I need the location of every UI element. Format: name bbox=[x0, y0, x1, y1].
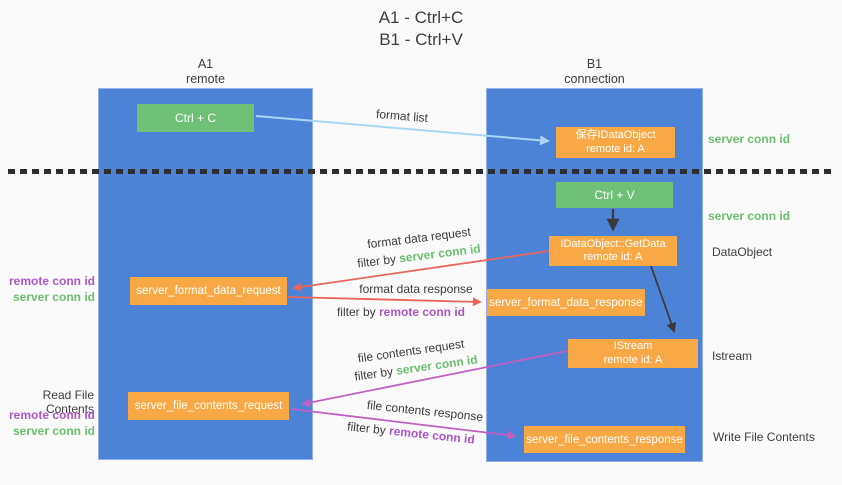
right-column-name: B1 bbox=[586, 57, 603, 71]
right-column-subtitle: connection bbox=[564, 72, 625, 86]
filter-by-prefix: filter by bbox=[336, 305, 376, 319]
dataobject-label: DataObject bbox=[712, 245, 773, 259]
istream-label: IStream bbox=[613, 340, 653, 352]
format-data-response-caption: format data response bbox=[359, 282, 473, 296]
ctrl-c-box: Ctrl + C bbox=[137, 104, 254, 132]
format-data-response-filter-caption: filter by remote conn id bbox=[321, 305, 481, 319]
server-file-contents-response-box: server_file_contents_response bbox=[524, 426, 685, 453]
filter-by-prefix: filter by bbox=[346, 419, 387, 438]
left-column-header: A1 remote bbox=[98, 57, 313, 87]
title-line-1: A1 - Ctrl+C bbox=[378, 8, 464, 27]
remote-conn-id-label-2: remote conn id bbox=[8, 408, 95, 422]
format-list-caption: format list bbox=[375, 106, 429, 126]
server-format-data-request-label: server_format_data_request bbox=[136, 285, 281, 297]
server-format-data-response-box: server_format_data_response bbox=[487, 289, 645, 316]
idataobject-getdata-box: IDataObject::GetData remote id: A bbox=[549, 236, 677, 266]
filter-by-prefix: filter by bbox=[353, 364, 394, 384]
ctrl-c-label: Ctrl + C bbox=[174, 111, 216, 125]
ctrl-v-label: Ctrl + V bbox=[594, 188, 635, 202]
server-conn-id-label-2: server conn id bbox=[12, 424, 95, 438]
istream-remote-id: remote id: A bbox=[603, 353, 663, 366]
server-file-contents-request-box: server_file_contents_request bbox=[128, 392, 289, 420]
read-file-contents-label: Read File Contents bbox=[42, 388, 94, 416]
server-file-contents-request-label: server_file_contents_request bbox=[134, 400, 283, 412]
server-format-data-request-box: server_format_data_request bbox=[130, 277, 287, 305]
save-idataobject-label: 保存IDataObject bbox=[575, 129, 656, 141]
remote-conn-id-inline: remote conn id bbox=[388, 423, 476, 447]
left-conn-id-stack-1: remote conn id server conn id bbox=[0, 273, 95, 305]
dashed-divider-line bbox=[8, 169, 836, 174]
istream-box: IStream remote id: A bbox=[568, 339, 698, 368]
save-idataobject-box: 保存IDataObject remote id: A bbox=[556, 127, 675, 158]
server-conn-id-label-top: server conn id bbox=[708, 132, 791, 146]
save-idataobject-remote-id: remote id: A bbox=[586, 142, 645, 155]
write-file-contents-label: Write File Contents bbox=[713, 430, 815, 444]
left-column-name: A1 bbox=[197, 57, 214, 71]
title-line-2: B1 - Ctrl+V bbox=[379, 30, 463, 49]
remote-conn-id-label-1: remote conn id bbox=[8, 274, 95, 288]
getdata-label: IDataObject::GetData bbox=[560, 237, 666, 250]
remote-conn-id-inline: remote conn id bbox=[379, 305, 466, 319]
filter-by-prefix: filter by bbox=[356, 251, 397, 271]
diagram-title: A1 - Ctrl+C B1 - Ctrl+V bbox=[0, 7, 842, 51]
format-data-response-arrow bbox=[287, 296, 482, 307]
server-file-contents-response-label: server_file_contents_response bbox=[526, 433, 683, 446]
server-conn-id-label-1: server conn id bbox=[12, 290, 95, 304]
left-column-subtitle: remote bbox=[186, 72, 225, 86]
getdata-remote-id: remote id: A bbox=[583, 251, 643, 263]
istream-side-label: Istream bbox=[712, 349, 753, 363]
right-column-header: B1 connection bbox=[486, 57, 703, 87]
left-conn-id-stack-2: remote conn id server conn id bbox=[0, 407, 95, 439]
server-format-data-response-label: server_format_data_response bbox=[489, 296, 643, 309]
ctrl-v-box: Ctrl + V bbox=[556, 182, 673, 208]
server-conn-id-label-mid: server conn id bbox=[708, 209, 791, 223]
